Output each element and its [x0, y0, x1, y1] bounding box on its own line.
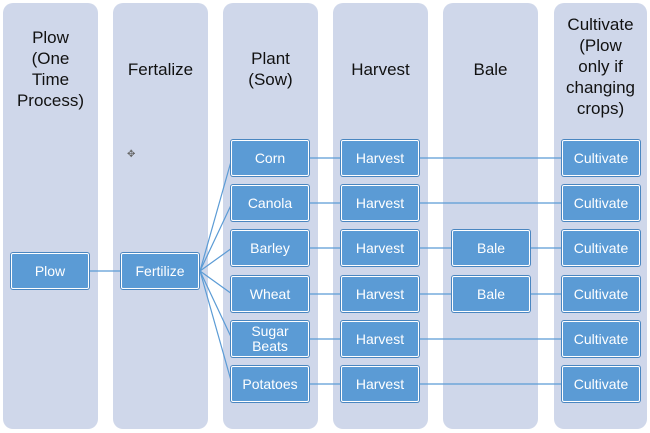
column-title-fertalize: Fertalize [127, 60, 194, 79]
column-title-plow: Plow (One Time Process) [16, 28, 85, 110]
node-cultivate-wheat[interactable]: Cultivate [562, 276, 640, 312]
node-harvest-barley[interactable]: Harvest [341, 230, 419, 266]
node-cultivate-potatoes[interactable]: Cultivate [562, 366, 640, 402]
column-title-cultivate: Cultivate (Plow only if changing crops) [565, 15, 635, 118]
node-harvest-corn[interactable]: Harvest [341, 140, 419, 176]
node-fertilize[interactable]: Fertilize [121, 253, 199, 289]
node-bale-barley[interactable]: Bale [452, 230, 530, 266]
node-harvest-wheat[interactable]: Harvest [341, 276, 419, 312]
node-crop-wheat[interactable]: Wheat [231, 276, 309, 312]
connector-fertilize-potatoes [199, 270, 233, 385]
node-plow[interactable]: Plow [11, 253, 89, 289]
node-crop-corn[interactable]: Corn [231, 140, 309, 176]
node-cultivate-canola[interactable]: Cultivate [562, 185, 640, 221]
node-harvest-canola[interactable]: Harvest [341, 185, 419, 221]
column-fertalize: Fertalize [113, 3, 208, 429]
move-cursor-icon: ✥ [127, 149, 136, 160]
node-crop-canola[interactable]: Canola [231, 185, 309, 221]
node-cultivate-barley[interactable]: Cultivate [562, 230, 640, 266]
node-cultivate-corn[interactable]: Cultivate [562, 140, 640, 176]
node-bale-wheat[interactable]: Bale [452, 276, 530, 312]
node-crop-barley[interactable]: Barley [231, 230, 309, 266]
node-harvest-potatoes[interactable]: Harvest [341, 366, 419, 402]
column-title-plant: Plant (Sow) [248, 49, 293, 89]
column-title-harvest: Harvest [351, 60, 410, 79]
connector-fertilize-wheat [199, 270, 233, 295]
connector-fertilize-barley [199, 247, 233, 272]
connector-fertilize-canola [199, 202, 233, 272]
connector-fertilize-sugar-beats [199, 270, 233, 340]
connector-fertilize-corn [199, 157, 233, 272]
node-crop-potatoes[interactable]: Potatoes [231, 366, 309, 402]
column-title-bale: Bale [473, 60, 508, 79]
node-harvest-sugar-beats[interactable]: Harvest [341, 321, 419, 357]
column-bale: Bale [443, 3, 538, 429]
node-cultivate-sugar-beats[interactable]: Cultivate [562, 321, 640, 357]
column-plow: Plow (One Time Process) [3, 3, 98, 429]
node-crop-sugar-beats[interactable]: Sugar Beats [231, 321, 309, 357]
